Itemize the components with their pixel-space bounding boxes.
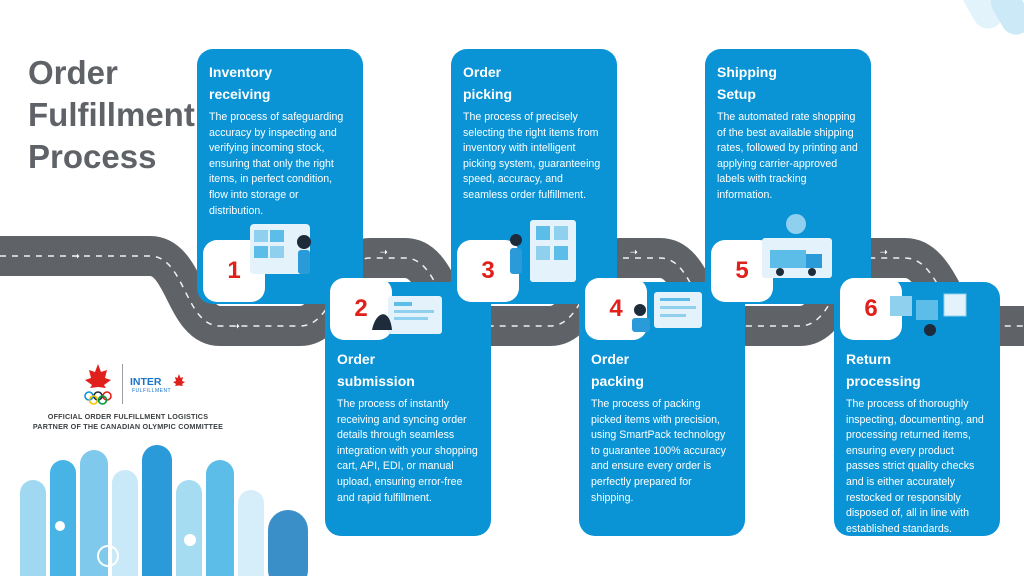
delivery-truck-illustration: [762, 214, 832, 278]
step-description: The process of instantly receiving and s…: [337, 398, 478, 504]
step-title: Return processing: [846, 351, 921, 389]
step-description: The automated rate shopping of the best …: [717, 111, 858, 201]
partner-caption: OFFICIAL ORDER FULFILLMENT LOGISTICS PAR…: [18, 412, 238, 432]
step-description: The process of thoroughly inspecting, do…: [846, 398, 984, 535]
returns-illustration: [890, 293, 967, 336]
warehouse-illustration: [250, 224, 311, 274]
step-description: The process of packing picked items with…: [591, 398, 726, 504]
svg-text:➝: ➝: [232, 321, 240, 331]
decorative-bubbles: [20, 445, 308, 576]
maple-leaf-icon: [85, 364, 111, 388]
partner-logo: INTER: [130, 376, 162, 388]
partner-caption-line-1: OFFICIAL ORDER FULFILLMENT LOGISTICS: [47, 412, 209, 421]
step-title: Order picking: [463, 64, 513, 102]
brand-divider: [122, 364, 123, 404]
step-title: Order packing: [591, 351, 644, 389]
svg-text:➝: ➝: [72, 251, 80, 261]
title-line-2: Fulfillment: [28, 96, 195, 133]
svg-text:➝: ➝: [380, 247, 388, 257]
picking-illustration: [510, 220, 576, 282]
step-description: The process of precisely selecting the r…: [463, 111, 601, 201]
step-description: The process of safeguarding accuracy by …: [209, 111, 344, 217]
partner-logo-sub: FULFILLMENT: [132, 388, 172, 394]
step-title: Inventory receiving: [209, 64, 273, 102]
packing-illustration: [632, 292, 702, 332]
order-submission-illustration: [372, 296, 442, 334]
title-line-1: Order: [28, 54, 118, 91]
title-line-3: Process: [28, 138, 157, 175]
partner-maple-leaf-icon: [173, 374, 185, 386]
canadian-olympic-logo: [84, 364, 112, 405]
svg-text:➝: ➝: [880, 247, 888, 257]
step-title: Shipping Setup: [717, 64, 777, 102]
step-title: Order submission: [337, 351, 415, 389]
svg-text:➝: ➝: [630, 247, 638, 257]
page-title: Order Fulfillment Process: [28, 52, 203, 178]
decorative-corner: [963, 0, 1024, 35]
step-number-3: 3: [457, 240, 519, 302]
olympic-rings-icon: [84, 391, 112, 405]
partner-caption-line-2: PARTNER OF THE CANADIAN OLYMPIC COMMITTE…: [32, 422, 224, 431]
